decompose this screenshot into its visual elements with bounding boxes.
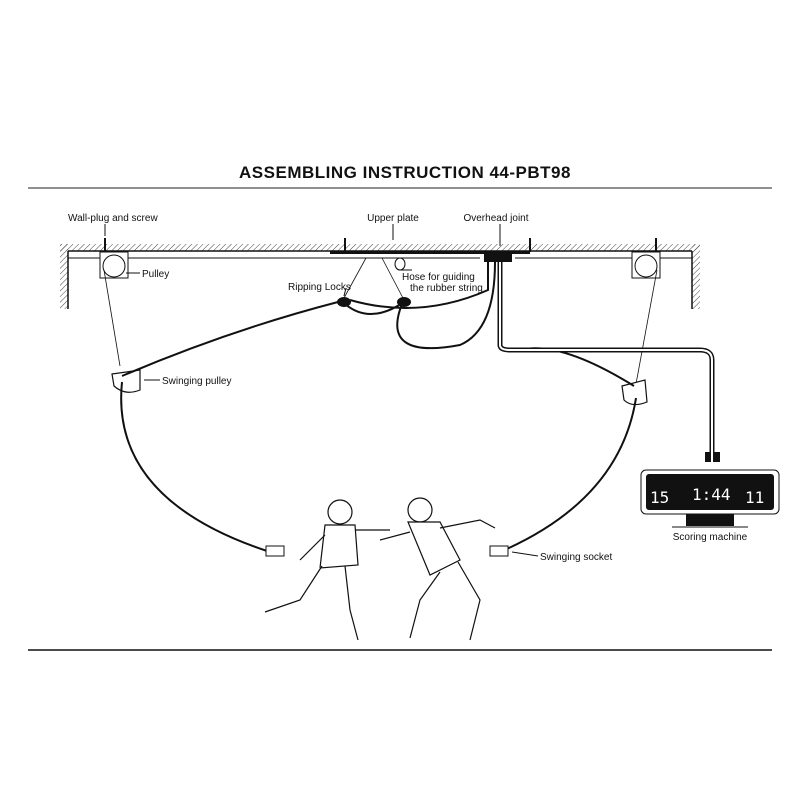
label-swinging-pulley: Swinging pulley [162, 376, 232, 387]
right-score: 11 [745, 488, 764, 507]
label-swinging-socket: Swinging socket [540, 552, 612, 563]
pulley-icon [99, 251, 661, 279]
label-hose-2: the rubber string [410, 283, 483, 294]
upper-plate [330, 251, 530, 254]
label-pulley: Pulley [142, 269, 169, 280]
swinging-socket-icon [265, 545, 509, 557]
diagram-title: ASSEMBLING INSTRUCTION 44-PBT98 [239, 163, 571, 182]
rubber-cable [120, 261, 637, 553]
strings [103, 257, 658, 385]
scoring-machine: 15 1:44 11 [640, 452, 780, 528]
label-upper-plate: Upper plate [367, 213, 419, 224]
ripping-lock-icon [337, 297, 411, 307]
hose-icon [394, 257, 412, 271]
label-scoring-machine: Scoring machine [673, 532, 748, 543]
label-hose-1: Hose for guiding [402, 272, 475, 283]
label-arrows [104, 224, 539, 557]
label-wall-plug: Wall-plug and screw [68, 213, 158, 224]
label-overhead-joint: Overhead joint [463, 213, 528, 224]
fencer-left [264, 499, 390, 641]
left-score: 15 [650, 488, 669, 507]
label-ripping-locks: Ripping Locks [288, 282, 351, 293]
scoring-cable [497, 262, 715, 462]
overhead-joint [484, 252, 512, 262]
fencer-right [379, 497, 496, 641]
ceiling [60, 244, 700, 309]
swinging-pulley-icon [111, 369, 648, 406]
time-display: 1:44 [692, 485, 731, 504]
